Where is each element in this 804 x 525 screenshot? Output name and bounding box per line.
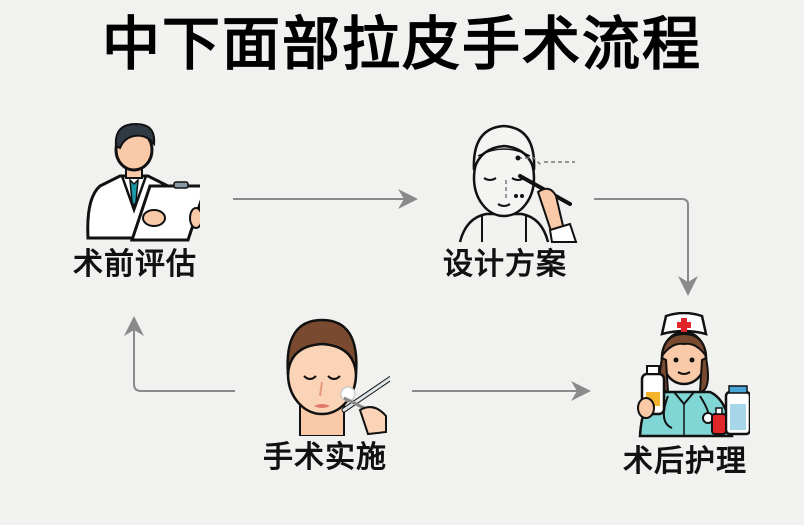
step-postop-care: 术后护理	[600, 312, 770, 480]
page-title: 中下面部拉皮手术流程	[101, 10, 702, 78]
step-design-plan: 设计方案	[420, 118, 590, 283]
step-preop-evaluation: 术前评估	[50, 118, 220, 283]
step-surgery: 手术实施	[240, 316, 410, 476]
nurse-medicine-icon	[637, 312, 750, 438]
face-surgery-icon	[286, 318, 390, 436]
doctor-clipboard-icon	[86, 122, 200, 242]
arrow-surgery-to-preop	[124, 316, 235, 392]
arrow-design-to-postop	[594, 198, 698, 296]
step-label: 术后护理	[623, 444, 747, 479]
face-marking-icon	[458, 124, 578, 243]
step-label: 手术实施	[263, 440, 387, 475]
step-label: 术前评估	[73, 247, 197, 282]
step-label: 设计方案	[443, 247, 567, 282]
